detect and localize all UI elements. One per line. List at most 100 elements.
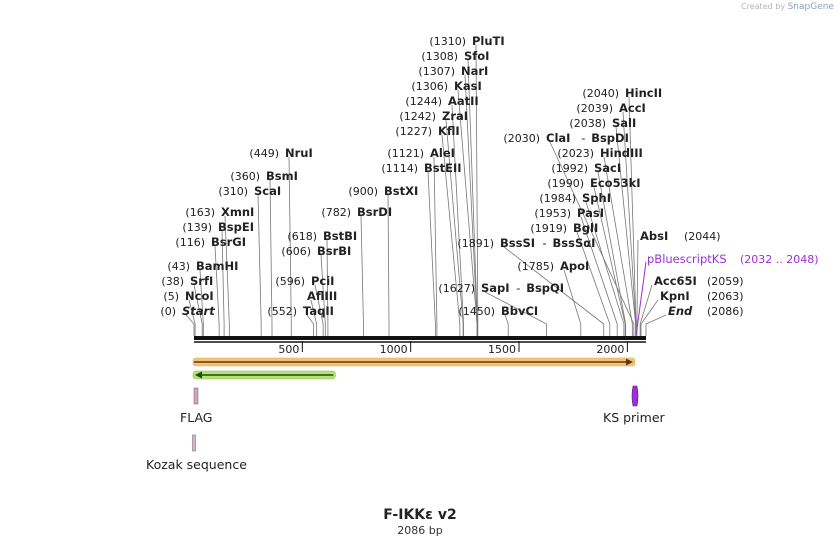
credit-prefix: Created by [741,2,786,11]
kozak-label: Kozak sequence [146,457,247,472]
site-pos-ncoi: (5) [163,290,179,303]
leader-zrai [445,119,464,336]
leader-kpni [640,299,659,336]
leader-pasi [580,216,618,336]
site-leader-lines [185,44,667,336]
leader-end [645,314,667,336]
site-pos-bsmi: (360) [230,170,260,183]
leader-pluti [475,44,479,336]
site-pos-bgli: (1919) [530,222,567,235]
site-pos-bsrdi: (782) [321,206,351,219]
site-pos-bsrgi: (116) [175,236,205,249]
site-pos-nrui: (449) [249,147,279,160]
site-name-bsssi: BssSI [500,236,535,250]
snapgene-logo: SnapGene [787,2,834,12]
leader-xmni [224,215,230,336]
ruler-tick-label-1500: 1500 [488,343,516,356]
site-pos-bstxi: (900) [348,185,378,198]
leader-bsssi [503,246,605,336]
map-length: 2086 bp [397,524,443,537]
leader-bspei [221,230,225,336]
site-pos-pcii: (596) [275,275,305,288]
site-pos-sphi: (1984) [539,192,576,205]
site-name-pluti: PluTI [472,34,505,48]
site-name-eco53ki: Eco53kI [590,176,641,190]
leader-bamhi [199,269,204,336]
site-name-bsrdi: BsrDI [357,205,392,219]
site-pos-clai: (2030) [503,132,540,145]
site-name-pcii: PciI [311,274,334,288]
site-name-hindiii: HindIII [600,146,643,160]
snapgene-credit: Created by SnapGene [741,2,834,12]
site-name-nrui: NruI [285,146,313,160]
site-pos-saci: (1992) [551,162,588,175]
site-name-hincii: HincII [625,86,662,100]
site-pos-sfoi: (1308) [421,50,458,63]
leader-bstxi [387,194,390,336]
flag-feature [193,387,199,405]
site-pos-hincii: (2040) [582,87,619,100]
primer-site-name: pBluescriptKS [647,252,727,266]
site-name-srfi: SrfI [190,274,213,288]
site-pos-srfi: (38) [161,275,184,288]
leader-pcii [314,284,324,336]
site-pos-kasi: (1306) [411,80,448,93]
leader-bsteii [427,171,436,336]
site-pos-sapi: (1627) [438,282,475,295]
site-name-bspei: BspEI [218,220,254,234]
leader-bsrgi [214,245,220,336]
site-name-bsmi: BsmI [266,169,298,183]
site-name-sfoi: SfoI [464,49,489,63]
site-pos-bamhi: (43) [167,260,190,273]
ruler-tick-label-2000: 2000 [596,343,624,356]
site-pos-acc65i: (2059) [707,275,744,288]
site-name-end: End [668,304,693,318]
orf-reverse-arrowhead [195,371,202,379]
leader-kfli [441,134,461,336]
site-name2-sapi: BspQI [526,281,564,295]
site-pos-pluti: (1310) [429,35,466,48]
site-name-bbvci: BbvCI [501,304,538,318]
site-pos-scai: (310) [218,185,248,198]
site-name-clai: ClaI [546,131,570,145]
site-labels: Start(0)NcoI(5)SrfI(38)BamHI(43)BsrGI(11… [160,34,743,318]
site-pos-hindiii: (2023) [557,147,594,160]
site-name2-bsssi: BssSαI [553,236,596,250]
site-name-kpni: KpnI [660,289,690,303]
site-pos-bsrbi: (606) [281,245,311,258]
site-name-pasi: PasI [577,206,604,220]
leader-bbvci [504,314,509,336]
leader-hindiii [603,156,633,336]
site-name-sali: SalI [612,116,636,130]
site-pos-pasi: (1953) [534,207,571,220]
site-name-sapi: SapI [481,281,510,295]
site-name-kasi: KasI [454,79,482,93]
site-pos-xmni: (163) [185,206,215,219]
site-name-aatii: AatII [448,94,479,108]
site-name-kfli: KflI [438,124,460,138]
site-sep-clai: - [581,131,585,145]
flag-label: FLAG [180,410,212,425]
primer-site-range: (2032 .. 2048) [740,253,819,266]
site-pos-sali: (2038) [569,117,606,130]
site-name-bsteii: BstEII [424,161,462,175]
leader-start [185,314,195,336]
site-name-absi: AbsI [640,229,668,243]
site-name-nari: NarI [461,64,488,78]
site-pos-aatii: (1244) [405,95,442,108]
site-pos-bstbi: (618) [287,230,317,243]
ks-primer-label: KS primer [603,410,666,425]
site-name-taqii: TaqII [303,304,334,318]
site-name-start: Start [182,304,215,318]
site-name-bstbi: BstBI [323,229,357,243]
site-pos-bspei: (139) [182,221,212,234]
leader-bsmi [269,179,273,336]
leader-bstbi [326,239,329,336]
leader-aatii [451,104,464,336]
ks-primer-feature [631,385,639,407]
orf-forward-arrowhead [626,358,633,366]
site-name-zrai: ZraI [442,109,468,123]
leader-ncoi [188,299,196,336]
site-pos-bbvci: (1450) [458,305,495,318]
leader-nrui [288,156,292,336]
